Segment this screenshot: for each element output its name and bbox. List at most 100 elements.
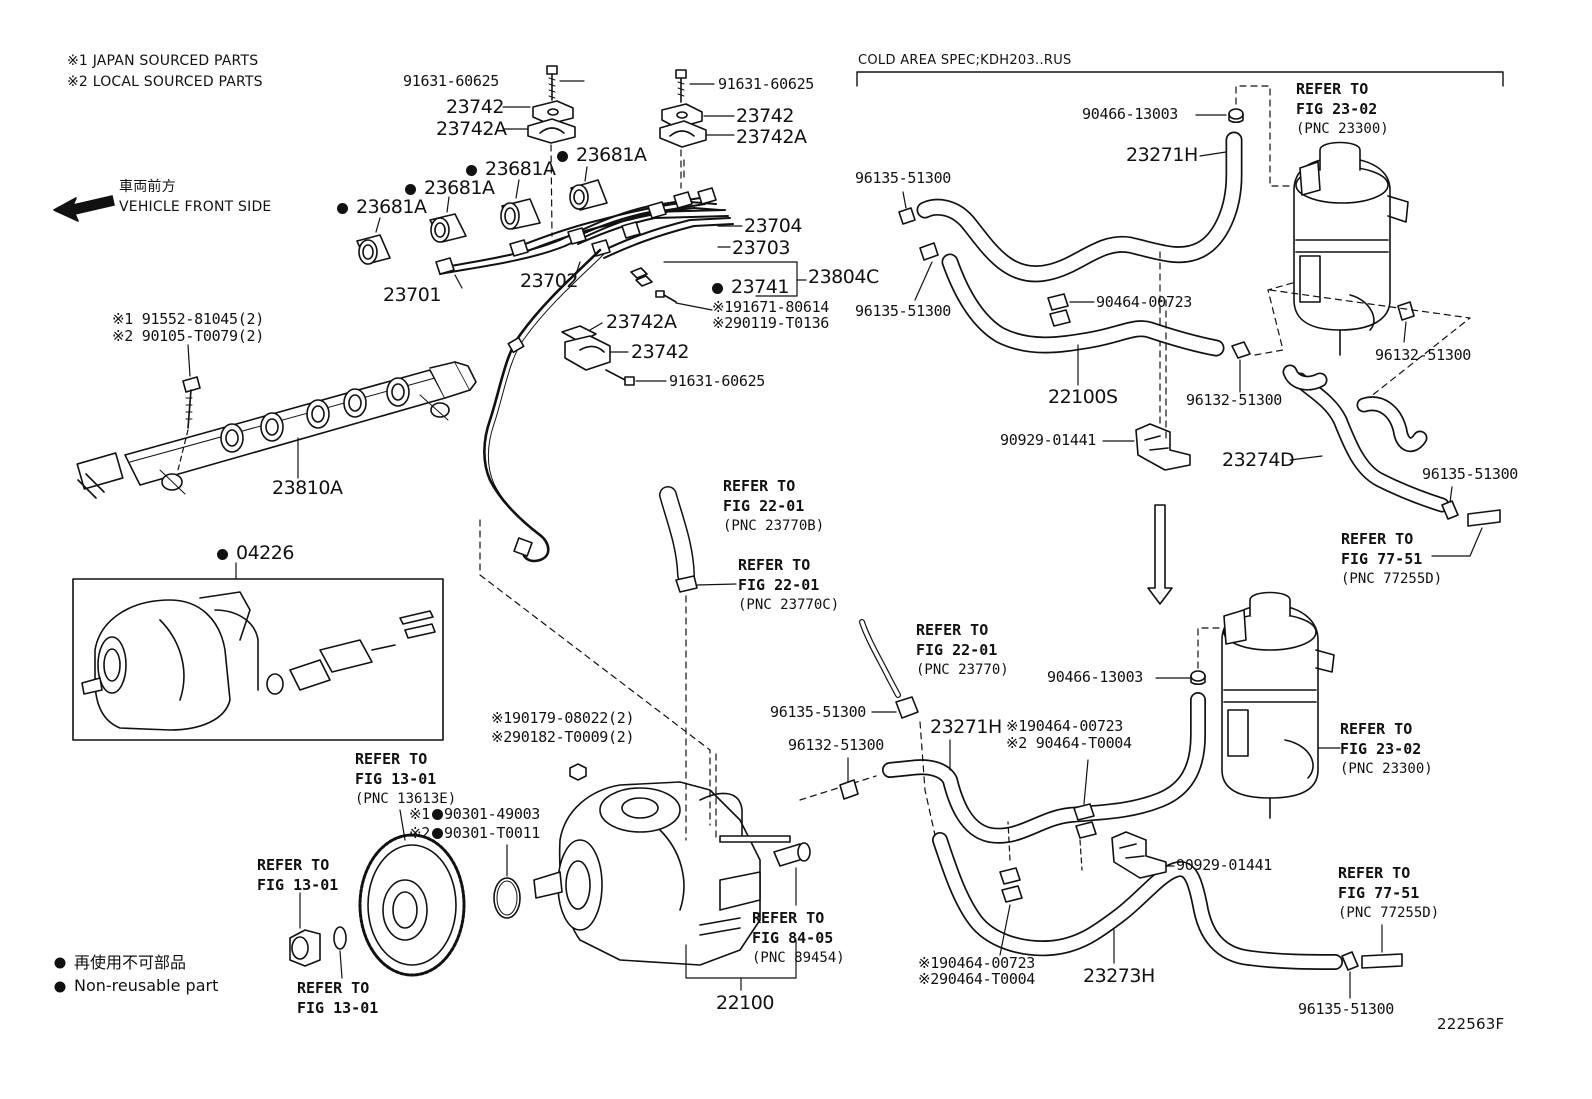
part-91631-60625-a[interactable]: 91631-60625 [403,72,500,90]
refer-line-2: FIG 77-51 [1338,884,1420,902]
part-23742A-a[interactable]: 23742A [436,118,507,140]
part-90464-00723-c[interactable]: ※190464-00723 [918,954,1036,972]
legend-jp: 再使用不可部品 [74,953,187,972]
sleeve-23681A-2 [429,213,467,243]
o-ring-90301 [493,877,521,919]
fuel-filter-a [1293,141,1409,356]
part-91631-60625-b[interactable]: 91631-60625 [718,75,815,93]
refer-line-3: (PNC 89454) [752,950,845,966]
refer-line-1: REFER TO [738,556,811,574]
part-23681A-2-label: 23681A [424,177,495,199]
part-23742A-c[interactable]: 23742A [606,311,677,333]
clip-23741 [630,267,653,287]
clamp-23742-b [659,103,707,148]
clamp-23742-c [561,325,611,371]
refer-fig-22-01-c[interactable]: REFER TO FIG 22-01 (PNC 23770) [916,620,1009,680]
part-23681A-4[interactable]: 23681A [557,146,647,165]
part-23681A-1[interactable]: 23681A [337,196,427,218]
part-23804C[interactable]: 23804C [808,266,879,288]
part-90464-00723-b[interactable]: ※190464-00723 [1006,717,1124,735]
vehicle-front-jp: 車両前方 [119,179,176,195]
part-23681A-2[interactable]: 23681A [405,177,495,199]
refer-line-2: FIG 77-51 [1341,550,1423,568]
part-90464-T0004-c[interactable]: ※290464-T0004 [918,970,1036,988]
part-23810A[interactable]: 23810A [272,477,343,499]
part-23271H-b[interactable]: 23271H [930,716,1002,738]
refer-line-2: FIG 22-01 [738,576,820,594]
refer-fig-22-01-a[interactable]: REFER TO FIG 22-01 (PNC 23770B) [723,476,824,536]
part-91671-80614[interactable]: ※191671-80614 [712,298,830,316]
refer-line-2: FIG 22-01 [723,497,805,515]
part-23273H[interactable]: 23273H [1083,965,1155,987]
refer-fig-77-51-a[interactable]: REFER TO FIG 77-51 (PNC 77255D) [1341,529,1442,589]
refer-fig-23-02-a[interactable]: REFER TO FIG 23-02 (PNC 23300) [1296,79,1389,139]
sleeve-23681A-4 [569,179,608,211]
part-90929-01441-a[interactable]: 90929-01441 [1000,431,1097,449]
fuel-pipe-23702 [483,248,602,563]
part-23702[interactable]: 23702 [520,270,578,292]
part-96135-51300-b[interactable]: 96135-51300 [855,302,952,320]
cold-area-title: COLD AREA SPEC;KDH203..RUS [858,53,1072,68]
part-23741[interactable]: 23741 [712,278,789,297]
part-90105-T0079[interactable]: ※2 90105-T0079(2) [112,327,264,345]
part-96132-51300-b[interactable]: 96132-51300 [1186,391,1283,409]
part-96135-51300-d[interactable]: 96135-51300 [770,703,867,721]
refer-fig-13-01-b[interactable]: REFER TO FIG 13-01 [257,855,338,895]
bolt-91631-c [605,369,635,386]
refer-fig-13-01-a[interactable]: REFER TO FIG 13-01 (PNC 13613E) [355,749,456,809]
part-23742A-b[interactable]: 23742A [736,126,807,148]
part-96132-51300-a[interactable]: 96132-51300 [1375,346,1472,364]
bolt-91671 [655,290,677,303]
part-90464-00723-a[interactable]: 90464-00723 [1096,293,1193,311]
refer-fig-13-01-c[interactable]: REFER TO FIG 13-01 [297,978,378,1018]
vehicle-front-arrow-icon [53,195,115,222]
refer-fig-23-02-b[interactable]: REFER TO FIG 23-02 (PNC 23300) [1340,719,1433,779]
part-96135-51300-a[interactable]: 96135-51300 [855,169,952,187]
refer-line-3: (PNC 23770B) [723,518,825,534]
part-04226[interactable]: 04226 [217,544,294,563]
part-23742-b[interactable]: 23742 [736,105,794,127]
part-23271H-a[interactable]: 23271H [1126,144,1198,166]
part-90301-49003-label: 90301-49003 [444,805,541,823]
part-91552-81045[interactable]: ※1 91552-81045(2) [112,310,264,328]
note-local-sourced: ※2 LOCAL SOURCED PARTS [67,74,263,90]
part-90182-T0009[interactable]: ※290182-T0009(2) [491,728,635,746]
refer-line-2: FIG 23-02 [1340,740,1422,758]
part-22100[interactable]: 22100 [716,992,774,1014]
part-90929-01441-b[interactable]: 90929-01441 [1176,856,1273,874]
non-reusable-dot-icon [432,809,443,820]
part-90466-13003-b[interactable]: 90466-13003 [1047,668,1144,686]
part-90466-13003-a[interactable]: 90466-13003 [1082,105,1179,123]
non-reusable-dot-icon [466,165,477,176]
part-96135-51300-e[interactable]: 96135-51300 [1298,1000,1395,1018]
clip-96135-c [1441,500,1459,520]
non-reusable-dot-icon [712,283,723,294]
part-23704[interactable]: 23704 [744,215,802,237]
part-91631-60625-c[interactable]: 91631-60625 [669,372,766,390]
vehicle-front-en: VEHICLE FRONT SIDE [119,199,272,215]
bracket-90929-a [1135,423,1191,471]
part-23681A-1-label: 23681A [356,196,427,218]
part-96135-51300-c[interactable]: 96135-51300 [1422,465,1519,483]
part-96132-51300-c[interactable]: 96132-51300 [788,736,885,754]
refer-fig-77-51-b[interactable]: REFER TO FIG 77-51 (PNC 77255D) [1338,863,1439,923]
kit-04226-box [72,578,444,741]
part-90119-T0136[interactable]: ※290119-T0136 [712,314,830,332]
part-23703[interactable]: 23703 [732,237,790,259]
part-90464-T0004-b[interactable]: ※2 90464-T0004 [1006,734,1132,752]
part-22100S[interactable]: 22100S [1048,386,1118,408]
part-23274D[interactable]: 23274D [1222,449,1295,471]
refer-line-1: REFER TO [257,856,330,874]
down-arrow-icon [1147,504,1173,605]
part-23742-a[interactable]: 23742 [446,96,504,118]
refer-line-3: (PNC 23770C) [738,597,840,613]
refer-fig-22-01-b[interactable]: REFER TO FIG 22-01 (PNC 23770C) [738,555,839,615]
part-23742-c[interactable]: 23742 [631,341,689,363]
part-23681A-3[interactable]: 23681A [466,160,556,179]
refer-fig-84-05[interactable]: REFER TO FIG 84-05 (PNC 89454) [752,908,845,968]
refer-line-1: REFER TO [355,750,428,768]
part-90179-08022[interactable]: ※190179-08022(2) [491,709,635,727]
part-23701[interactable]: 23701 [383,284,441,306]
